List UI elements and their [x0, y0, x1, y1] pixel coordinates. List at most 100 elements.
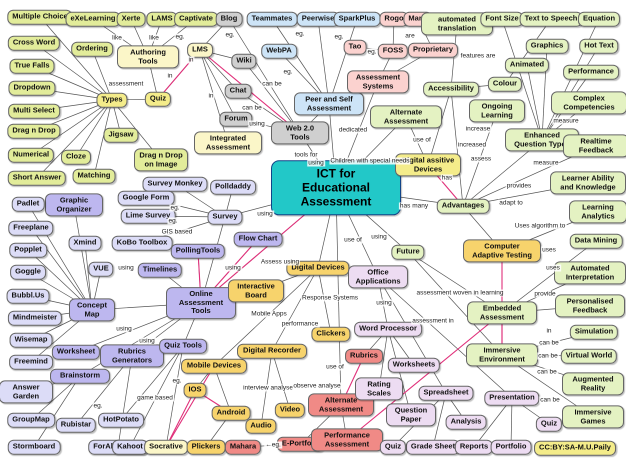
- node-cloze: Cloze: [60, 149, 92, 165]
- node-learner-ability: Learner Ability and Knowledge: [550, 171, 626, 195]
- node-grade-sheet: Grade Sheet: [405, 439, 461, 455]
- node-hotpotato: HotPotato: [98, 412, 144, 428]
- edge-label-in: in: [187, 56, 195, 64]
- node-audio: Audio: [245, 418, 277, 434]
- edge-web20-to-wiki: [243, 60, 301, 134]
- node-authoring-tools: Authoring Tools: [117, 45, 179, 69]
- edge-label-can-be: can be: [539, 396, 561, 404]
- edge-label-using: using: [115, 325, 133, 333]
- highlight-edge-ios-to-socrative: [165, 389, 196, 448]
- node-rubrics-generators: Rubrics Generators: [100, 344, 164, 368]
- edge-presentation-to-portfolio: [510, 397, 513, 448]
- edge-label-uses: uses: [541, 246, 557, 254]
- edge-label-eg: eg.: [333, 33, 345, 41]
- node-portfolio: Portfolio: [490, 439, 532, 455]
- edge-label-has-many: has many: [398, 202, 430, 210]
- node-mobile-devices: Mobile Devices: [181, 358, 247, 374]
- node-plickers: Plickers: [186, 439, 226, 455]
- node-lms: LMS: [187, 42, 213, 58]
- edge-label-eg: eg.: [294, 30, 306, 38]
- edge-label-using: using: [375, 299, 393, 307]
- node-teammates: Teammates: [246, 11, 298, 27]
- edge-label-are: are: [404, 32, 416, 40]
- node-presentation: Presentation: [484, 390, 540, 406]
- edge-label-eg: eg.: [282, 68, 294, 76]
- edge-label-interview-analyse: interview analyse: [242, 384, 294, 392]
- node-alternate-assessment: Alternate Assessment: [370, 105, 442, 129]
- node-spreadsheet: Spreadsheet: [418, 385, 474, 401]
- node-drag-n-drop: Drag n Drop: [7, 123, 61, 139]
- edge-label-assessment-in: assessment in: [411, 317, 455, 325]
- node-text-to-speech: Text to Speech: [519, 11, 583, 27]
- edge-spreadsheet-to-grade_sheet: [432, 392, 447, 448]
- node-multi-select: Multi Select: [8, 103, 60, 119]
- edge-label-using: using: [370, 233, 388, 241]
- edge-label-eg: eg.: [167, 217, 179, 225]
- node-stormboard: Stormboard: [7, 439, 61, 455]
- node-popplet: Popplet: [9, 242, 47, 258]
- edge-label-eg: eg.: [171, 377, 183, 385]
- edge-label-measure: measure: [552, 117, 580, 125]
- edge-types-to-ordering: [91, 48, 113, 101]
- node-matching: Matching: [72, 168, 116, 184]
- node-types: Types: [96, 92, 128, 108]
- node-hot-text: Hot Text: [579, 38, 619, 54]
- node-virtual-world: Virtual World: [560, 348, 618, 364]
- node-learning-analytics: Learning Analytics: [569, 200, 626, 224]
- edge-label-in: in: [166, 72, 174, 80]
- node-reports: Reports: [454, 439, 494, 455]
- node-colour: Colour: [487, 76, 523, 92]
- edge-label-using: using: [138, 337, 156, 345]
- node-performance-assessment: Performance Assessment: [311, 428, 383, 452]
- edge-types-to-multiple_choice: [39, 16, 113, 101]
- edge-label-using: using: [117, 264, 135, 272]
- node-survey-monkey: Survey Monkey: [142, 176, 208, 192]
- edge-quiz_tools-to-hotpotato: [120, 345, 184, 421]
- node-ordering: Ordering: [71, 41, 113, 57]
- edge-digital_devices-to-digital_recorder: [271, 267, 319, 352]
- edge-embedded-to-data_mining: [501, 240, 597, 314]
- edge-label-provides: provides: [505, 182, 533, 190]
- node-webpa: WebPA: [261, 43, 297, 59]
- edge-web20-to-blog: [228, 18, 301, 134]
- edge-types-to-cross_word: [33, 42, 113, 101]
- node-data-mining: Data Mining: [569, 233, 623, 249]
- edge-label-tools-for: tools for: [293, 151, 319, 159]
- node-embedded: Embedded Assessment: [467, 301, 537, 325]
- edge-label-increase: increase: [464, 125, 492, 133]
- node-center: ICT for Educational Assessment: [271, 160, 401, 216]
- node-immersive-games: Immersive Games: [562, 405, 624, 429]
- edge-rubrics_generators-to-for_all_rubrics: [117, 355, 133, 448]
- edge-label-has: has: [440, 174, 454, 182]
- edge-concept_map-to-graphic_organizer: [73, 204, 93, 311]
- edge-label-use-of: use of: [412, 136, 432, 144]
- edge-types-to-matching: [93, 99, 113, 177]
- edge-brainstorm-to-groupmap: [30, 375, 81, 421]
- node-equation: Equation: [577, 11, 621, 27]
- edge-label-eg: eg.: [224, 31, 236, 39]
- node-mahara: Mahara: [224, 439, 262, 455]
- edge-enhanced_qt-to-font_size: [501, 18, 543, 141]
- node-true-falls: True Falls: [9, 58, 55, 74]
- node-future: Future: [391, 244, 425, 260]
- node-jigsaw: Jigsaw: [103, 127, 139, 143]
- edge-quiz_tools-to-socrative: [165, 345, 184, 448]
- node-lime-survey: Lime Survey: [120, 208, 176, 224]
- node-ongoing: Ongoing Learning: [469, 99, 525, 123]
- edge-label-assess: assess: [469, 155, 493, 163]
- node-realtime: Realtime Feedback: [563, 134, 626, 158]
- node-freemind: Freemind: [9, 354, 53, 370]
- edge-digital_recorder-to-video: [271, 350, 291, 411]
- node-socrative: Socrative: [144, 439, 188, 455]
- node-cross-word: Cross Word: [7, 35, 61, 51]
- node-web20: Web 2.0 Tools: [271, 121, 329, 145]
- edge-label-provide: provide: [533, 290, 557, 298]
- node-font-size: Font Size: [480, 11, 524, 27]
- node-answer-garden: Answer Garden: [0, 380, 53, 404]
- edge-label-can-be: can be: [538, 339, 560, 347]
- node-quiz-types: Quiz: [144, 91, 172, 107]
- node-auto-interpretation: Automated Interpretation: [554, 261, 626, 285]
- node-vue: VUE: [88, 261, 114, 277]
- node-augmented: Augmented Reality: [562, 372, 624, 396]
